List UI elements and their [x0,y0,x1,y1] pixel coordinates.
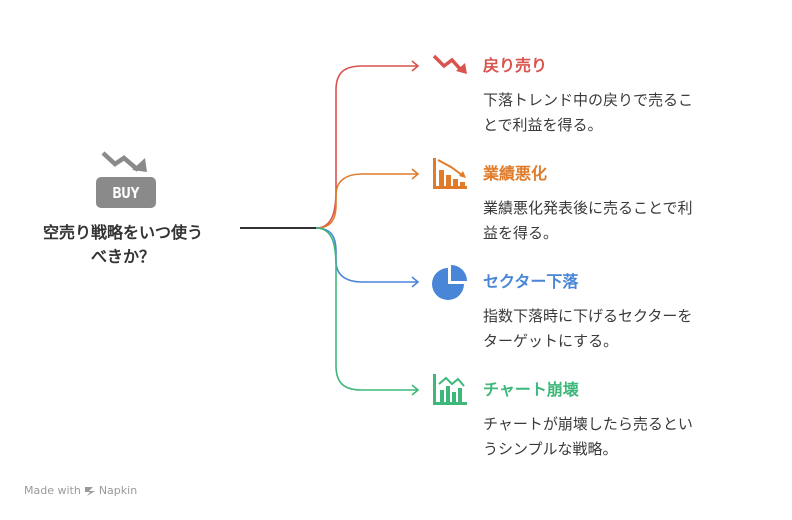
buy-badge-label: BUY [112,184,139,202]
branch-1-description: 下落トレンド中の戻りで売るこ とで利益を得る。 [483,88,773,138]
footer-made-with: Made with [24,484,81,497]
arrow-branch-3 [411,276,420,288]
trend-down-icon [432,54,467,74]
branch-2-desc-line-2: 益を得る。 [483,224,559,242]
center-title: 空売り戦略をいつ使う べきか？ [18,221,228,269]
napkin-logo-icon [84,486,95,496]
branch-2-description: 業績悪化発表後に売ることで利 益を得る。 [483,196,773,246]
footer-watermark: Made with Napkin [24,484,137,497]
branch-2-title: 業績悪化 [483,164,548,183]
arrow-branch-1 [411,60,420,72]
buy-badge [96,177,156,208]
connector-branch-1 [315,65,418,229]
branch-1-desc-line-1: 下落トレンド中の戻りで売るこ [483,91,694,109]
branch-1-desc-line-2: とで利益を得る。 [483,116,603,134]
center-title-line-2: べきか？ [90,247,155,266]
arrow-branch-4 [411,384,420,396]
branch-3-description: 指数下落時に下げるセクターを ターゲットにする。 [483,304,773,354]
connector-branch-2 [315,173,418,229]
branch-4-title: チャート崩壊 [483,380,579,399]
branch-4-desc-line-2: うシンプルな戦略。 [483,440,618,458]
branch-4-desc-line-1: チャートが崩壊したら売るとい [483,415,693,433]
branch-3-desc-line-2: ターゲットにする。 [483,332,619,350]
arrow-branch-2 [411,168,420,180]
declining-bar-chart-icon [433,158,467,189]
footer-brand: Napkin [98,484,138,497]
connector-branch-4 [315,227,418,391]
branch-3-title: セクター下落 [483,272,579,291]
branch-4-description: チャートが崩壊したら売るとい うシンプルな戦略。 [483,412,773,462]
chart-collapse-icon [433,374,467,405]
pie-chart-icon [432,265,467,300]
branch-3-desc-line-1: 指数下落時に下げるセクターを [483,307,693,325]
branch-2-desc-line-1: 業績悪化発表後に売ることで利 [483,199,693,217]
branch-1-title: 戻り売り [483,56,548,75]
center-trend-down-icon [101,151,147,172]
center-title-line-1: 空売り戦略をいつ使う [42,223,203,242]
